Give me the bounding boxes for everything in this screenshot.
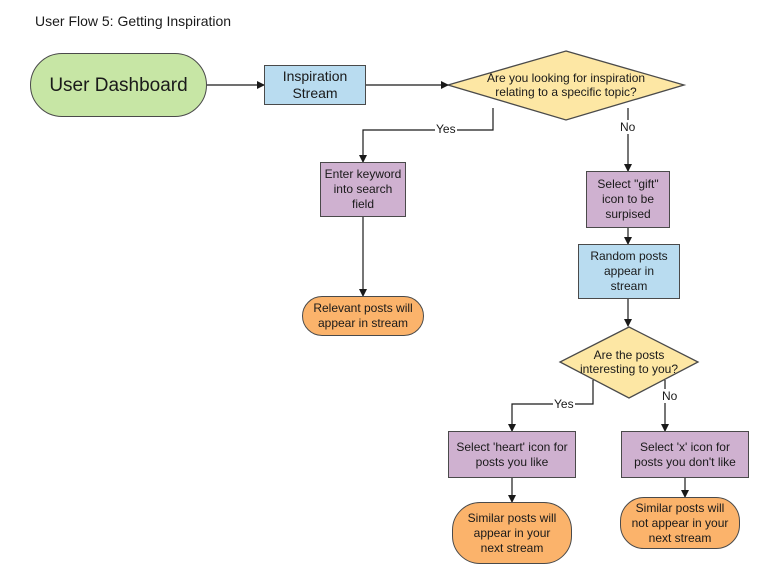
topic-no-label: No xyxy=(619,120,637,134)
topic-question-label: Are you looking for inspiration relating… xyxy=(486,70,646,100)
enter-keyword-label: Enter keyword into search field xyxy=(324,167,402,211)
select-x-label: Select 'x' icon for posts you don't like xyxy=(634,439,736,469)
edge-topic-yes xyxy=(359,108,494,163)
relevant-posts-label: Relevant posts will appear in stream xyxy=(313,301,413,330)
inspiration-stream-node: Inspiration Stream xyxy=(264,65,366,105)
user-dashboard-label: User Dashboard xyxy=(49,74,188,96)
inspiration-stream-label: Inspiration Stream xyxy=(282,68,348,101)
relevant-posts-node: Relevant posts will appear in stream xyxy=(302,296,424,336)
random-posts-label: Random posts appear in stream xyxy=(590,249,668,293)
select-gift-node: Select "gift" icon to be surpised xyxy=(586,171,670,228)
interesting-question-label: Are the posts interesting to you? xyxy=(579,347,679,377)
interesting-yes-label: Yes xyxy=(553,397,575,411)
topic-question-diamond xyxy=(445,50,687,121)
similar-posts-yes-node: Similar posts will appear in your next s… xyxy=(452,502,572,564)
select-gift-label: Select "gift" icon to be surpised xyxy=(597,177,659,221)
user-dashboard-node: User Dashboard xyxy=(30,53,207,117)
edge-interesting-yes xyxy=(508,380,594,432)
diagram-title: User Flow 5: Getting Inspiration xyxy=(35,13,232,29)
enter-keyword-node: Enter keyword into search field xyxy=(320,162,406,217)
similar-posts-yes-label: Similar posts will appear in your next s… xyxy=(467,510,557,555)
interesting-question-diamond xyxy=(558,326,700,399)
similar-posts-no-node: Similar posts will not appear in your ne… xyxy=(620,497,740,549)
random-posts-node: Random posts appear in stream xyxy=(578,244,680,299)
similar-posts-no-label: Similar posts will not appear in your ne… xyxy=(631,500,729,545)
topic-yes-label: Yes xyxy=(435,122,457,136)
select-heart-label: Select 'heart' icon for posts you like xyxy=(456,439,568,469)
interesting-no-label: No xyxy=(661,389,679,403)
select-heart-node: Select 'heart' icon for posts you like xyxy=(448,431,576,478)
select-x-node: Select 'x' icon for posts you don't like xyxy=(621,431,749,478)
